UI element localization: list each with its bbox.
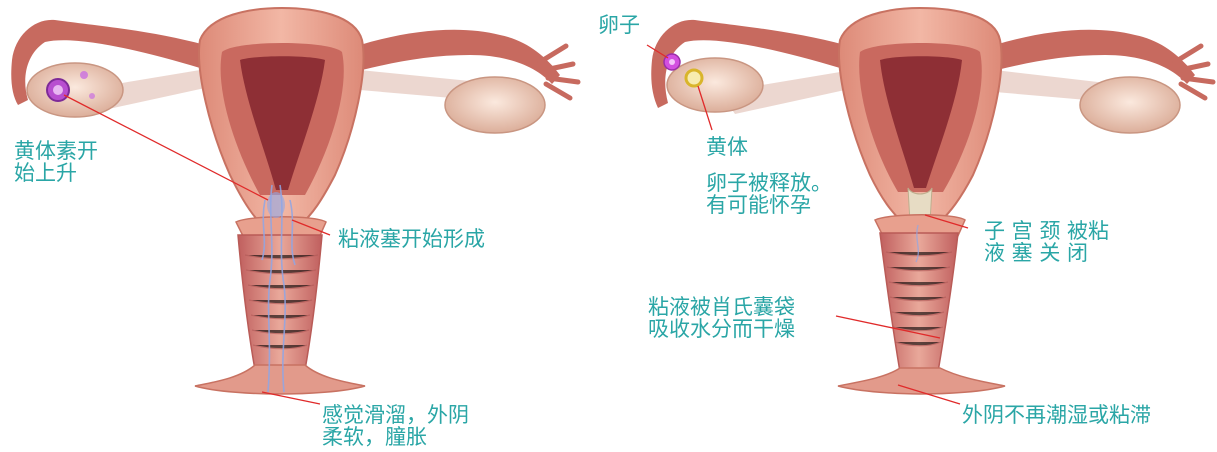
- right-vulva: [838, 368, 1005, 394]
- label-vulva-slippery: 感觉滑溜，外阴 柔软，膧胀: [322, 404, 469, 448]
- right-ovary-r: [1080, 77, 1180, 133]
- label-cervix-closed: 子 宫 颈 被粘 液 塞 关 闭: [984, 220, 1109, 264]
- label-vulva-dry: 外阴不再潮湿或粘滞: [962, 404, 1151, 426]
- label-mucus-absorbed: 粘液被肖氏囊袋 吸收水分而干燥: [648, 296, 795, 340]
- label-corpus-luteum: 黄体: [706, 136, 748, 158]
- label-egg: 卵子: [598, 14, 640, 36]
- left-anatomy: [11, 8, 578, 394]
- left-ovary-l: [27, 63, 123, 117]
- label-mucus-plug-forming: 粘液塞开始形成: [338, 228, 485, 250]
- label-progesterone: 黄体素开 始上升: [14, 140, 98, 184]
- right-ovary-l: [667, 58, 763, 112]
- left-ovary-r: [445, 77, 545, 133]
- corpus-luteum-icon: [686, 70, 702, 86]
- left-vulva: [195, 365, 365, 394]
- label-egg-released: 卵子被释放。 有可能怀孕: [706, 172, 832, 216]
